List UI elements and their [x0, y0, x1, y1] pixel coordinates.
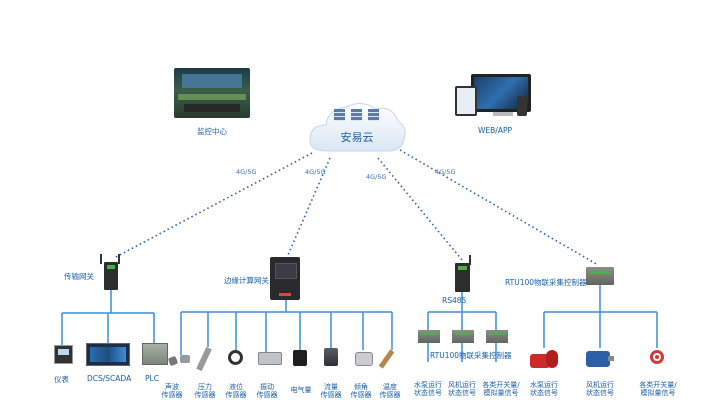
- acoustic-sensor-icon: [167, 355, 191, 367]
- group3-collector-label: RTU100物联采集控制器: [430, 351, 512, 360]
- transfer-gateway-label: 传输网关: [64, 272, 94, 281]
- link-label-2: 4G/5G: [305, 168, 326, 176]
- electric-meter-icon: [293, 350, 307, 366]
- rs485-label: RS485: [442, 296, 467, 305]
- group3-label-2: 各类开关量/ 模拟量信号: [482, 381, 520, 397]
- group1-label-1: DCS/SCADA: [87, 374, 132, 383]
- cloud-icon: [309, 103, 406, 152]
- collector-device-1: [418, 330, 440, 343]
- group2-label-4: 电气量: [290, 386, 312, 394]
- server-icon: [334, 109, 345, 121]
- plc-icon: [142, 343, 168, 365]
- link-label-4: 4G/5G: [435, 168, 456, 176]
- link-line-4: [399, 149, 599, 266]
- web-app-image: [455, 72, 535, 118]
- web-app-label: WEB/APP: [478, 126, 513, 135]
- group1-label-0: 仪表: [54, 375, 69, 384]
- meter-icon: [54, 345, 73, 364]
- vibration-sensor-icon: [258, 352, 282, 365]
- edge-gateway-label: 边缘计算网关: [224, 276, 269, 285]
- server-icon: [351, 109, 362, 121]
- bus-group1: [61, 290, 155, 345]
- transfer-gateway-device: [100, 254, 120, 290]
- group3-label-0: 水泵运行 状态信号: [414, 381, 442, 397]
- group2-label-7: 温度 传感器: [379, 383, 401, 399]
- group2-label-6: 倾角 传感器: [350, 383, 372, 399]
- group4-label-1: 风机运行 状态信号: [586, 381, 614, 397]
- group2-label-2: 液位 传感器: [225, 383, 247, 399]
- flow-sensor-icon: [324, 348, 338, 366]
- rs485-gateway-device: [455, 255, 471, 292]
- water-pump-icon: [530, 348, 558, 370]
- group3-label-1: 风机运行 状态信号: [448, 381, 476, 397]
- dcs-scada-icon: [86, 343, 130, 366]
- link-label-1: 4G/5G: [236, 168, 257, 176]
- group1-label-2: PLC: [145, 374, 159, 383]
- group2-label-0: 声波 传感器: [161, 383, 183, 399]
- level-sensor-icon: [228, 350, 243, 365]
- monitor-center-label: 监控中心: [197, 127, 227, 136]
- link-label-3: 4G/5G: [366, 173, 387, 181]
- server-icon: [368, 109, 379, 121]
- group2-label-1: 压力 传感器: [194, 383, 216, 399]
- rtu-collector-label: RTU100物联采集控制器: [505, 278, 587, 287]
- collector-device-2: [452, 330, 474, 343]
- bus-group4: [543, 285, 658, 348]
- edge-gateway-device: [270, 257, 300, 300]
- cloud-label: 安易云: [340, 131, 374, 144]
- fan-motor-icon: [586, 349, 614, 369]
- bus-group2: [180, 300, 393, 355]
- tilt-sensor-icon: [355, 352, 373, 366]
- rtu-collector-device: [586, 267, 614, 285]
- monitor-center-image: [174, 68, 250, 118]
- group2-label-3: 振动 传感器: [256, 383, 278, 399]
- group4-label-0: 水泵运行 状态信号: [530, 381, 558, 397]
- bus-group3: [427, 292, 497, 362]
- group2-label-5: 流量 传感器: [320, 383, 342, 399]
- cloud-node: 安易云: [306, 95, 408, 157]
- collector-device-3: [486, 330, 508, 343]
- group4-label-2: 各类开关量/ 模拟量信号: [639, 381, 677, 397]
- link-line-1: [113, 152, 313, 259]
- signal-icon: [650, 350, 664, 364]
